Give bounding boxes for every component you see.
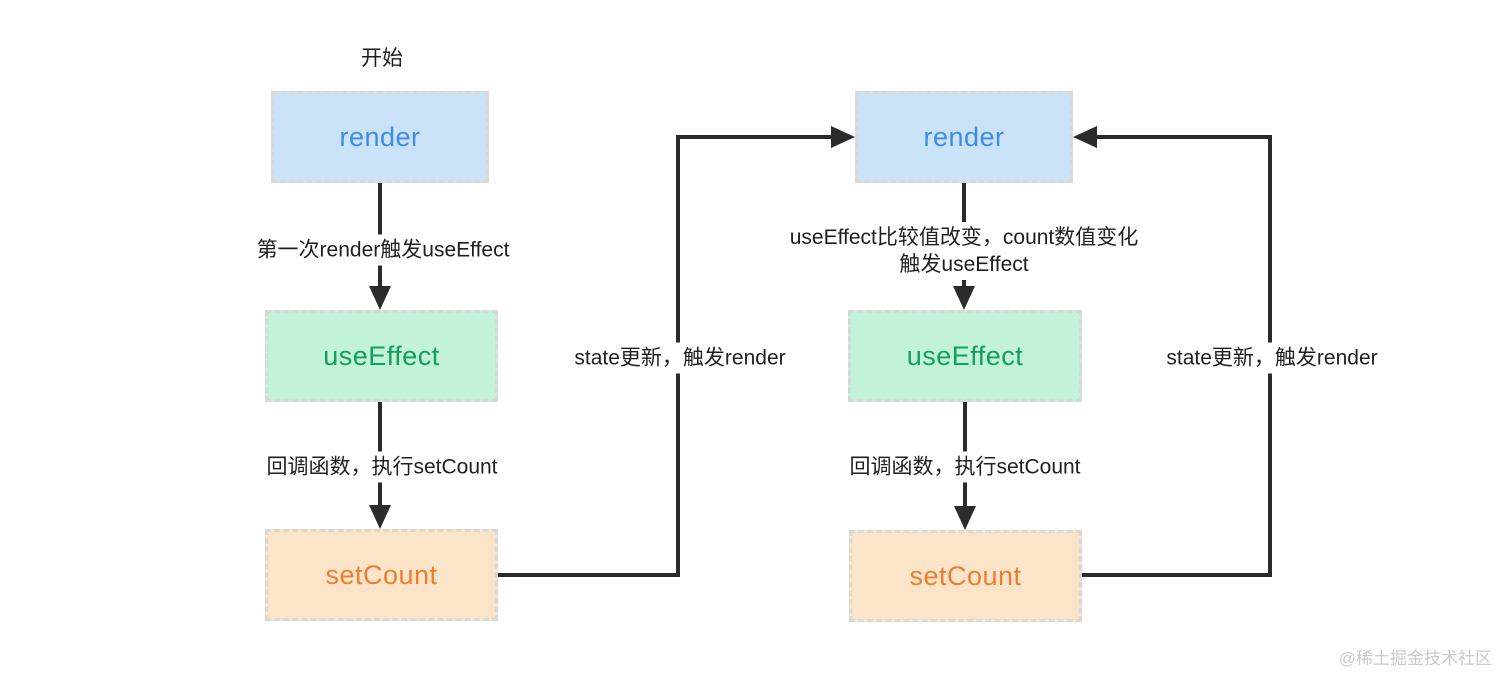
node-setcount-left: setCount [265, 529, 498, 621]
node-render-left: render [271, 91, 489, 183]
edge-label-useeffect-setcount-right: 回调函数，执行setCount [841, 451, 1089, 483]
edge-label-useeffect-setcount-left: 回调函数，执行setCount [258, 451, 506, 483]
node-setcount-right: setCount [849, 530, 1082, 622]
connector-mid-loop-top [676, 135, 834, 139]
edge-label-line1: useEffect比较值改变，count数值变化 [789, 226, 1139, 249]
node-useeffect-right: useEffect [848, 310, 1082, 402]
arrowhead-down-setcount-right [954, 506, 976, 530]
connector-mid-loop-bottom [498, 573, 680, 577]
arrowhead-down-useeffect-right [953, 286, 975, 310]
edge-label-mid-loop: state更新，触发render [566, 342, 794, 374]
watermark: @稀土掘金技术社区 [1338, 649, 1492, 668]
arrowhead-down-setcount-left [369, 505, 391, 529]
edge-label-render-useeffect-left: 第一次render触发useEffect [248, 234, 518, 266]
edge-label-line2: 触发useEffect [899, 253, 1029, 276]
arrowhead-down-useeffect-left [369, 286, 391, 310]
connector-right-loop-top [1095, 135, 1272, 139]
node-useeffect-left: useEffect [265, 310, 498, 402]
connector-right-loop-bottom [1082, 573, 1272, 577]
arrowhead-right-render-right [831, 126, 855, 148]
start-label: 开始 [361, 47, 403, 70]
edge-label-render-useeffect-right: useEffect比较值改变，count数值变化 触发useEffect [781, 222, 1147, 280]
node-render-right: render [855, 91, 1073, 183]
arrowhead-left-render-right [1073, 126, 1097, 148]
edge-label-right-loop: state更新，触发render [1158, 342, 1386, 374]
